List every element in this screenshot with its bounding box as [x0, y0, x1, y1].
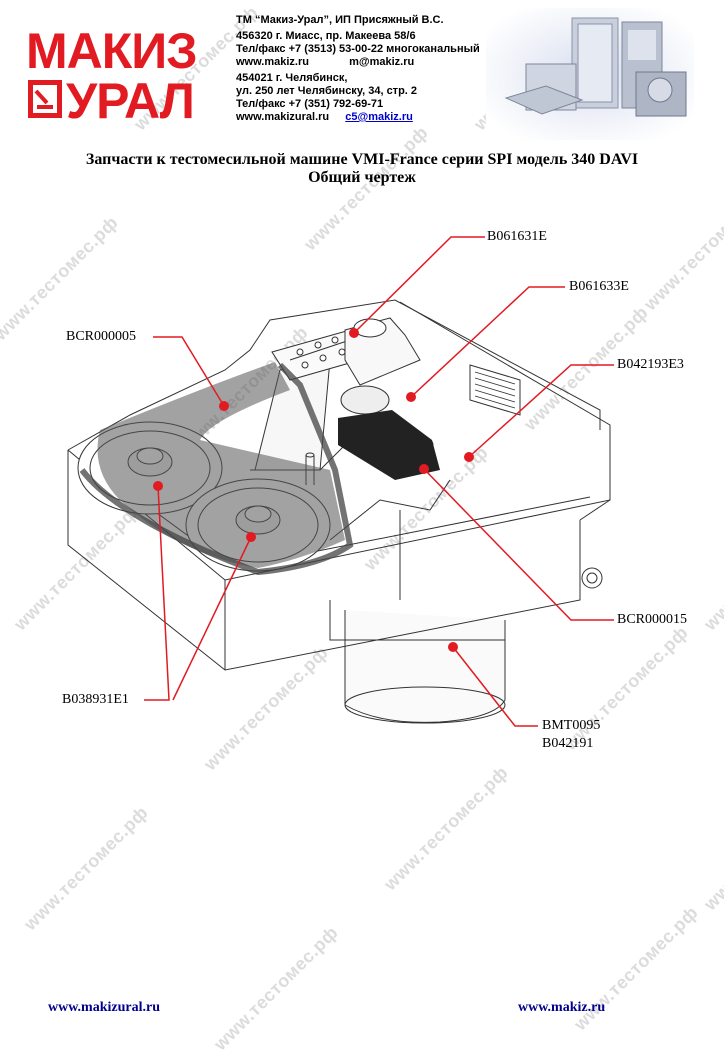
phone-chelyabinsk: Тел/факс +7 (351) 792-69-71 [236, 98, 384, 110]
email-makiz: m@makiz.ru [349, 56, 415, 68]
marker-dot [406, 392, 416, 402]
marker-dot [448, 642, 458, 652]
part-label-bcr000005: BCR000005 [66, 329, 137, 344]
equipment-collage-image [486, 8, 694, 140]
marker-dot [246, 532, 256, 542]
page-subtitle: Общий чертеж [308, 169, 416, 186]
part-label-bcr000015: BCR000015 [617, 612, 688, 627]
site-makizural: www.makizural.ru [236, 111, 330, 123]
part-label-bmt0095: BMT0095 [542, 718, 601, 733]
footer-link-makizural[interactable]: www.makizural.ru [48, 1000, 160, 1015]
marker-dot [153, 481, 163, 491]
part-label-b038931e1: B038931E1 [62, 692, 129, 707]
callout-lines [144, 236, 614, 727]
marker-dot [219, 401, 229, 411]
machine-drawing [67, 299, 611, 724]
logo-line-2: УРАЛ [66, 73, 195, 129]
address-chelyabinsk-street: ул. 250 лет Челябинску, 34, стр. 2 [236, 85, 418, 97]
part-label-b042191: B042191 [542, 736, 594, 751]
site-email-row-2: www.makizural.ru c5@makiz.ru [236, 111, 480, 124]
phone-miass: Тел/факс +7 (3513) 53-00-22 многоканальн… [236, 43, 480, 55]
email-c5-link[interactable]: c5@makiz.ru [345, 111, 413, 123]
logo-line-1: МАКИЗ [26, 23, 198, 79]
company-name: ТМ “Макиз-Урал”, ИП Присяжный В.С. [236, 14, 444, 26]
contact-block: ТМ “Макиз-Урал”, ИП Присяжный В.С. 45632… [236, 14, 480, 124]
site-email-row: www.makiz.ru m@makiz.ru [236, 56, 480, 69]
marker-dot [464, 452, 474, 462]
footer-link-makiz[interactable]: www.makiz.ru [518, 1000, 606, 1015]
part-label-b042193e3: B042193E3 [617, 357, 684, 372]
address-chelyabinsk-city: 454021 г. Челябинск, [236, 72, 348, 84]
page-title: Запчасти к тестомесильной машине VMI-Fra… [85, 151, 639, 168]
part-label-b061633e: B061633E [569, 279, 629, 294]
site-makiz: www.makiz.ru [236, 56, 309, 68]
marker-dot [349, 328, 359, 338]
address-miass: 456320 г. Миасс, пр. Макеева 58/6 [236, 30, 416, 42]
company-logo: МАКИЗ УРАЛ [26, 23, 230, 129]
marker-dot [419, 464, 429, 474]
logo-mark-icon [28, 80, 62, 118]
part-label-b061631e: B061631E [487, 229, 547, 244]
